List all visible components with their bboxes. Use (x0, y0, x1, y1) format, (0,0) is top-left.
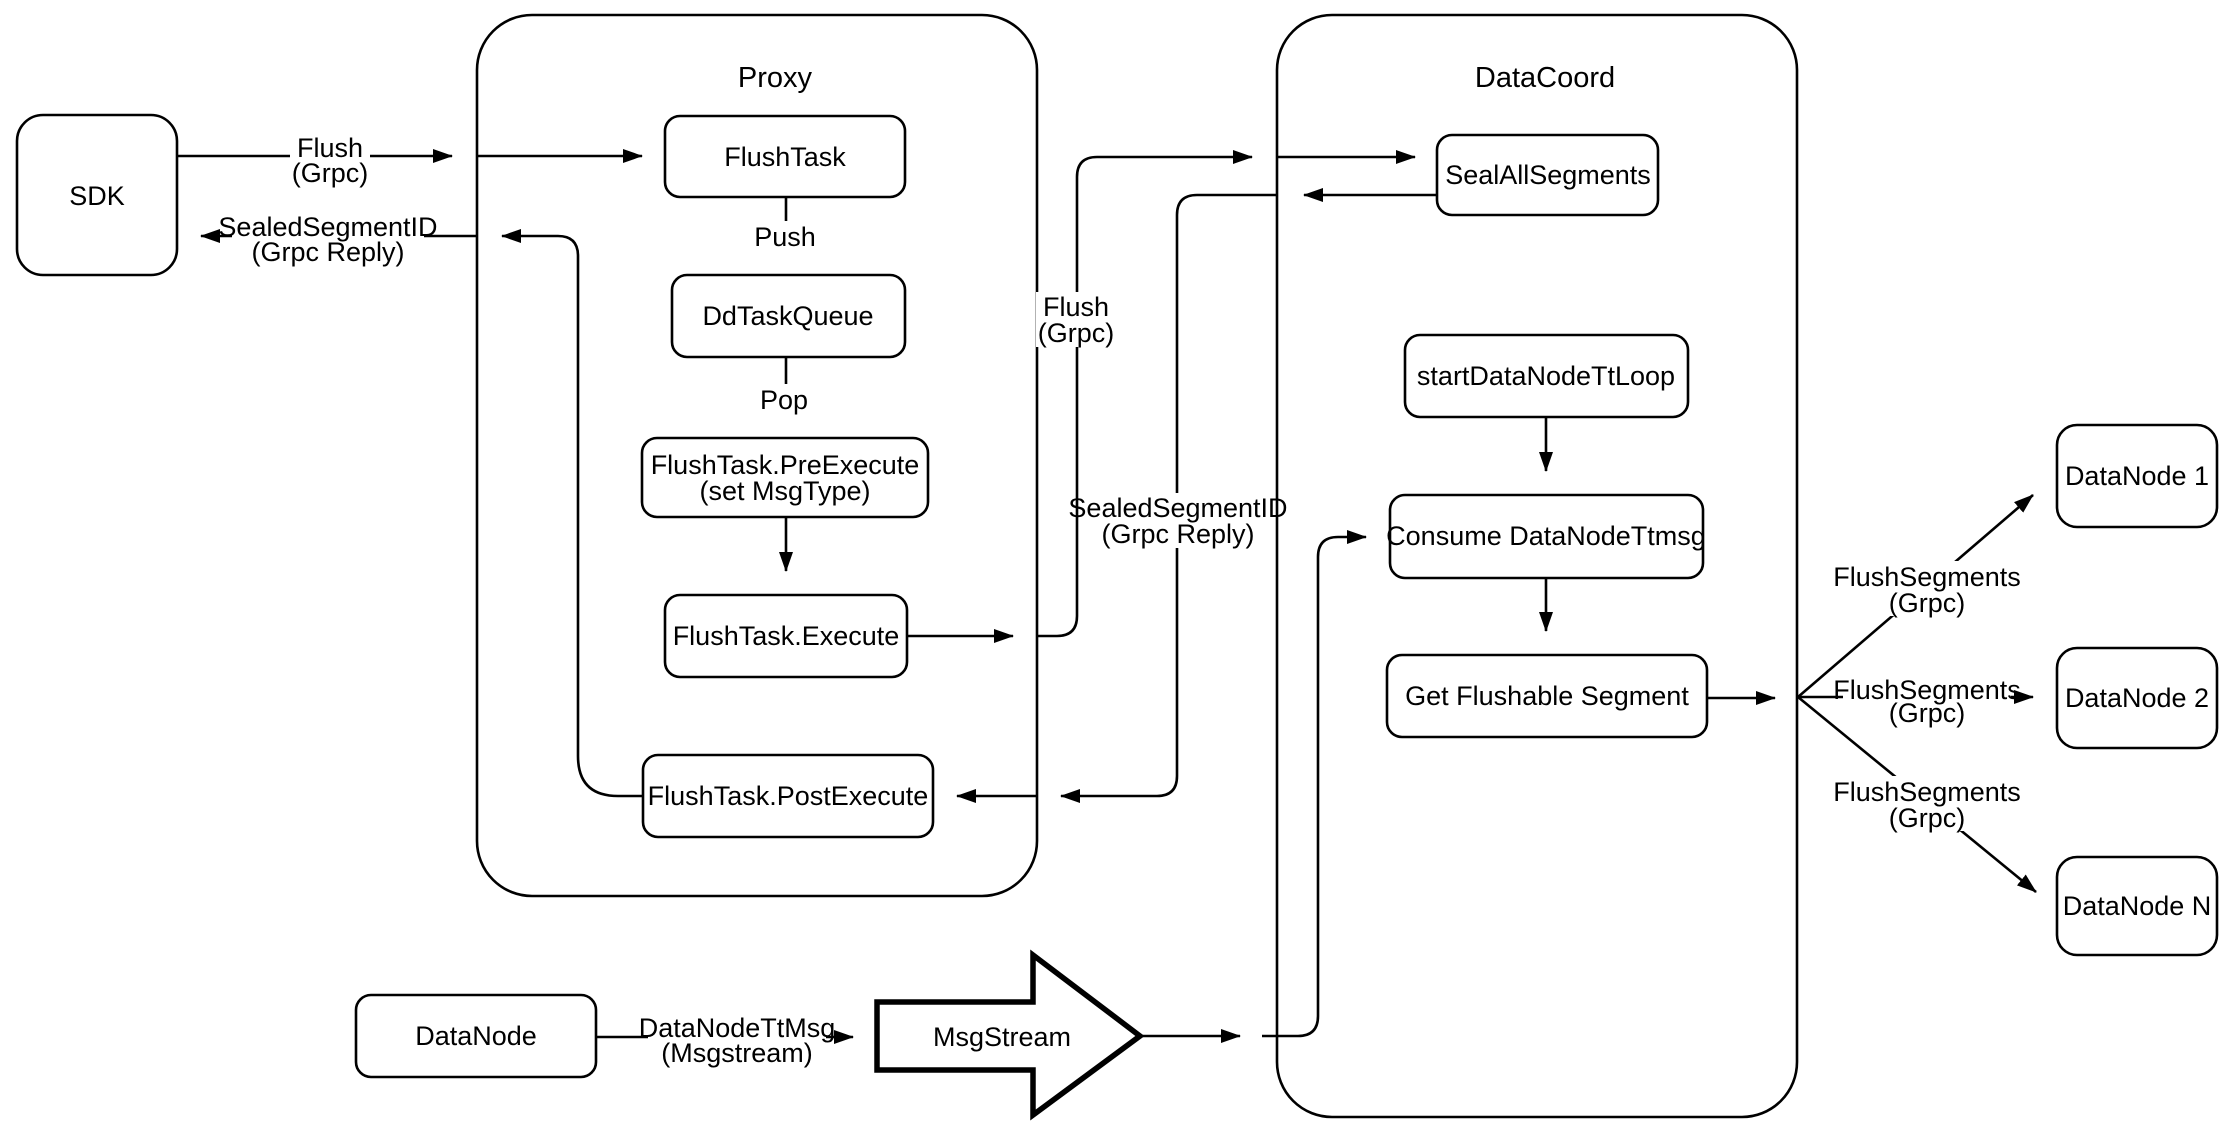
edge-flush-up-and-right (1037, 150, 1253, 638)
datanoden-box (2055, 855, 2219, 957)
startloop-label: startDataNodeTtLoop (1417, 361, 1675, 391)
label-flush-grpc-sdk: Flush (Grpc) (290, 133, 370, 188)
node-flushtask-execute: FlushTask.Execute (663, 593, 909, 679)
node-ddtaskqueue: DdTaskQueue (670, 273, 907, 359)
label-flushmid-line2: (Grpc) (1038, 318, 1115, 348)
sdk-label: SDK (69, 181, 125, 211)
msgstream-label: MsgStream (933, 1022, 1071, 1052)
flushtask-box (663, 114, 907, 199)
label-bg (232, 213, 424, 265)
edge-up-into-consume (1262, 530, 1367, 1038)
node-datanode-source: DataNode (354, 993, 598, 1079)
node-datanode1: DataNode 1 (2055, 423, 2219, 529)
label-bg (290, 133, 370, 185)
label-bg (1843, 674, 2011, 729)
flushtask-label: FlushTask (724, 142, 846, 172)
datacoord-container-title: DataCoord (1475, 62, 1615, 94)
execute-box (663, 593, 909, 679)
label-flushsegments-3: FlushSegments (Grpc) (1833, 776, 2021, 833)
preexecute-box (640, 436, 930, 519)
node-datanoden: DataNode N (2055, 855, 2219, 957)
datanode-label: DataNode (415, 1021, 537, 1051)
getflushable-label: Get Flushable Segment (1405, 681, 1689, 711)
label-sealed-line2: (Grpc Reply) (251, 237, 404, 267)
postexecute-box (641, 753, 935, 839)
datanode1-box (2055, 423, 2219, 529)
node-get-flushable-segment: Get Flushable Segment (1385, 653, 1709, 739)
label-fs2-line1: FlushSegments (1833, 675, 2021, 705)
node-flushtask-preexecute: FlushTask.PreExecute (set MsgType) (640, 436, 930, 519)
label-sealed-line1: SealedSegmentID (218, 212, 437, 242)
label-sealedsegmentid-mid: SealedSegmentID (Grpc Reply) (1068, 493, 1288, 549)
label-bg (1843, 776, 2011, 831)
ddtaskqueue-box (670, 273, 907, 359)
label-bg (648, 1012, 826, 1064)
label-flush-line2: (Grpc) (292, 158, 369, 188)
label-dntt-line2: (Msgstream) (661, 1038, 813, 1068)
getflushable-box (1385, 653, 1709, 739)
consume-box (1388, 493, 1705, 580)
datanode2-label: DataNode 2 (2065, 683, 2209, 713)
label-bg (1843, 561, 2011, 616)
datanode2-box (2055, 646, 2219, 750)
node-startdatanodettloop: startDataNodeTtLoop (1403, 333, 1690, 419)
label-bg (1036, 292, 1117, 347)
datanode-box (354, 993, 598, 1079)
label-sealedmid-line2: (Grpc Reply) (1101, 519, 1254, 549)
label-bg (757, 384, 812, 415)
node-sealallsegments: SealAllSegments (1435, 133, 1660, 217)
consume-label: Consume DataNodeTtmsg (1386, 521, 1706, 551)
sealallsegments-label: SealAllSegments (1445, 160, 1651, 190)
node-consume-datanodettmsg: Consume DataNodeTtmsg (1386, 493, 1706, 580)
label-fs2-line2: (Grpc) (1889, 698, 1966, 728)
datacoord-container-border (1275, 13, 1799, 1119)
label-flushsegments-2: FlushSegments (Grpc) (1833, 674, 2021, 729)
label-bg (1083, 493, 1275, 548)
msgstream-block-arrow (874, 949, 1145, 1121)
execute-label: FlushTask.Execute (673, 621, 900, 651)
datanode1-label: DataNode 1 (2065, 461, 2209, 491)
preexecute-label-line1: FlushTask.PreExecute (651, 450, 920, 480)
node-flushtask: FlushTask (663, 114, 907, 199)
label-fs1-line2: (Grpc) (1889, 588, 1966, 618)
label-push-text: Push (754, 222, 816, 252)
label-pop: Pop (757, 384, 812, 415)
node-msgstream: MsgStream (874, 949, 1145, 1121)
edge-execute-to-sealallsegments (907, 150, 1416, 643)
datanoden-label: DataNode N (2063, 891, 2212, 921)
label-fs1-line1: FlushSegments (1833, 562, 2021, 592)
label-flushmid-line1: Flush (1043, 292, 1109, 322)
edge-msgstream-to-consume (1140, 530, 1367, 1043)
node-datanode2: DataNode 2 (2055, 646, 2219, 750)
label-sealedsegmentid-sdk: SealedSegmentID (Grpc Reply) (218, 212, 437, 267)
postexecute-label: FlushTask.PostExecute (648, 781, 929, 811)
label-fs3-line1: FlushSegments (1833, 777, 2021, 807)
proxy-container-border (475, 13, 1039, 898)
startloop-box (1403, 333, 1690, 419)
label-fs3-line2: (Grpc) (1889, 803, 1966, 833)
label-bg (753, 221, 817, 252)
sdk-box (15, 113, 179, 277)
label-pop-text: Pop (760, 385, 808, 415)
node-flushtask-postexecute: FlushTask.PostExecute (641, 753, 935, 839)
label-datanodettmsg: DataNodeTtMsg (Msgstream) (639, 1012, 836, 1068)
label-push: Push (753, 221, 817, 252)
container-proxy: Proxy (475, 13, 1039, 898)
container-datacoord: DataCoord (1275, 13, 1799, 1119)
proxy-container-title: Proxy (738, 62, 813, 94)
preexecute-label-line2: (set MsgType) (699, 476, 870, 506)
label-dntt-line1: DataNodeTtMsg (639, 1013, 836, 1043)
ddtaskqueue-label: DdTaskQueue (702, 301, 873, 331)
edge-postexecute-to-proxy-segment (501, 229, 643, 798)
node-sdk: SDK (15, 113, 179, 277)
label-flush-grpc-mid: Flush (Grpc) (1036, 292, 1117, 348)
label-flushsegments-1: FlushSegments (Grpc) (1833, 561, 2021, 618)
label-sealedmid-line1: SealedSegmentID (1068, 493, 1287, 523)
label-flush-line1: Flush (297, 133, 363, 163)
sealallsegments-box (1435, 133, 1660, 217)
